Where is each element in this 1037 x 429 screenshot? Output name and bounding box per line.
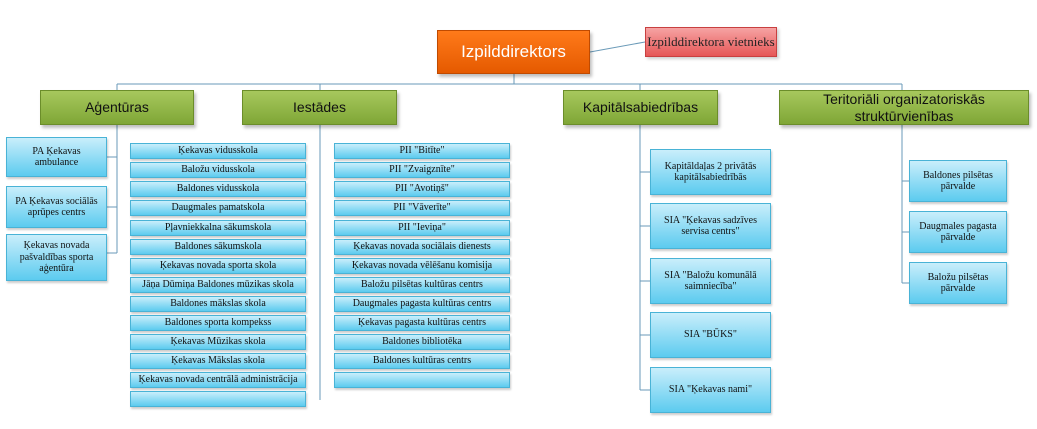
institution-label: Ķekavas novada centrālā administrācija [138, 374, 298, 386]
institution-label: Baldones sākumskola [174, 241, 262, 253]
institution-label: Baldones vidusskola [176, 183, 260, 195]
institution-label: Baldones mākslas skola [170, 298, 266, 310]
institution-label: Jāņa Dūmiņa Baldones mūzikas skola [142, 279, 294, 291]
territorial-label: Baldones pilsētas pārvalde [923, 169, 993, 193]
institution-label: Ķekavas vidusskola [178, 145, 258, 157]
institution-label: PII "Avotiņš" [395, 183, 449, 195]
institution-item: Baložu vidusskola [130, 162, 306, 178]
deputy-box: Izpilddirektora vietnieks [645, 27, 777, 57]
territorial-item: Daugmales pagasta pārvalde [909, 211, 1007, 253]
agency-label: PA Ķekavas sociālās aprūpes centrs [15, 195, 98, 219]
institution-item: Ķekavas novada centrālā administrācija [130, 372, 306, 388]
institution-label: Pļavniekkalna sākumskola [164, 222, 272, 234]
institution-item: Ķekavas Mūzikas skola [130, 334, 306, 350]
territorial-label: Baložu pilsētas pārvalde [927, 271, 989, 295]
institution-label: Baložu pilsētas kultūras centrs [361, 279, 483, 291]
company-label: SIA "BŪKS" [684, 329, 737, 341]
institution-item: Ķekavas novada vēlēšanu komisija [334, 258, 510, 274]
institution-item: Daugmales pamatskola [130, 200, 306, 216]
institution-item: Baldones sākumskola [130, 239, 306, 255]
institution-label: Ķekavas novada sociālais dienests [353, 241, 491, 253]
institution-label: Baldones bibliotēka [382, 336, 462, 348]
company-label: SIA "Ķekavas sadzīves servisa centrs" [664, 214, 757, 238]
institution-label: Ķekavas novada sporta skola [159, 260, 277, 272]
institution-label: PII "Bitīte" [399, 145, 445, 157]
category-label: Aģentūras [85, 99, 149, 116]
territorial-item: Baložu pilsētas pārvalde [909, 262, 1007, 304]
institution-item: Baldones bibliotēka [334, 334, 510, 350]
category-label: Teritoriāli organizatoriskās struktūrvie… [823, 91, 985, 124]
institution-item: Baldones sporta kompekss [130, 315, 306, 331]
institution-label: Ķekavas Mūzikas skola [170, 336, 266, 348]
territorial-item: Baldones pilsētas pārvalde [909, 160, 1007, 202]
institution-label: PII "Zvaigznīte" [389, 164, 455, 176]
agency-item: PA Ķekavas sociālās aprūpes centrs [6, 186, 107, 228]
institution-item: Baldones mākslas skola [130, 296, 306, 312]
institution-label: Daugmales pagasta kultūras centrs [352, 298, 492, 310]
institution-item: Ķekavas vidusskola [130, 143, 306, 159]
institution-item: PII "Ieviņa" [334, 220, 510, 236]
agency-label: PA Ķekavas ambulance [32, 145, 81, 169]
institution-item: Pļavniekkalna sākumskola [130, 220, 306, 236]
institution-item: Baložu pilsētas kultūras centrs [334, 277, 510, 293]
institution-item: Ķekavas novada sporta skola [130, 258, 306, 274]
institution-label: Baldones kultūras centrs [372, 355, 472, 367]
company-label: SIA "Baložu komunālā saimniecība" [664, 269, 757, 293]
director-box: Izpilddirektors [437, 30, 590, 74]
company-label: SIA "Ķekavas nami" [668, 384, 753, 396]
category-companies: Kapitālsabiedrības [563, 90, 718, 125]
institution-label: Ķekavas Mākslas skola [171, 355, 265, 367]
company-item: SIA "Ķekavas nami" [650, 367, 771, 413]
institution-item: PII "Avotiņš" [334, 181, 510, 197]
institution-item [334, 372, 510, 388]
institution-label: Ķekavas pagasta kultūras centrs [357, 317, 486, 329]
institution-label: Baložu vidusskola [181, 164, 255, 176]
institution-item: Baldones kultūras centrs [334, 353, 510, 369]
category-agencies: Aģentūras [40, 90, 194, 125]
agency-item: PA Ķekavas ambulance [6, 137, 107, 177]
institution-label: Baldones sporta kompekss [164, 317, 272, 329]
category-label: Iestādes [293, 99, 346, 116]
category-territorial: Teritoriāli organizatoriskās struktūrvie… [779, 90, 1029, 125]
institution-item [130, 391, 306, 407]
territorial-label: Daugmales pagasta pārvalde [919, 220, 997, 244]
company-item: SIA "BŪKS" [650, 312, 771, 358]
category-label: Kapitālsabiedrības [582, 99, 699, 116]
institution-item: Baldones vidusskola [130, 181, 306, 197]
agency-label: Ķekavas novada pašvaldības sporta aģentū… [19, 240, 94, 275]
company-label: Kapitāldaļas 2 privātās kapitālsabiedrīb… [664, 160, 757, 184]
institution-item: Daugmales pagasta kultūras centrs [334, 296, 510, 312]
institution-label: PII "Vāverīte" [393, 202, 451, 214]
director-label: Izpilddirektors [461, 42, 566, 62]
institution-item: PII "Vāverīte" [334, 200, 510, 216]
institution-item: Ķekavas Mākslas skola [130, 353, 306, 369]
institution-label: Ķekavas novada vēlēšanu komisija [351, 260, 493, 272]
institution-item: PII "Bitīte" [334, 143, 510, 159]
institution-item: PII "Zvaigznīte" [334, 162, 510, 178]
company-item: SIA "Ķekavas sadzīves servisa centrs" [650, 203, 771, 249]
agency-item: Ķekavas novada pašvaldības sporta aģentū… [6, 234, 107, 281]
deputy-label: Izpilddirektora vietnieks [647, 33, 775, 49]
institution-label: PII "Ieviņa" [398, 222, 446, 234]
category-institutions: Iestādes [242, 90, 397, 125]
institution-label: Daugmales pamatskola [171, 202, 265, 214]
company-item: SIA "Baložu komunālā saimniecība" [650, 258, 771, 304]
institution-item: Ķekavas pagasta kultūras centrs [334, 315, 510, 331]
company-item: Kapitāldaļas 2 privātās kapitālsabiedrīb… [650, 149, 771, 195]
institution-item: Jāņa Dūmiņa Baldones mūzikas skola [130, 277, 306, 293]
institution-item: Ķekavas novada sociālais dienests [334, 239, 510, 255]
